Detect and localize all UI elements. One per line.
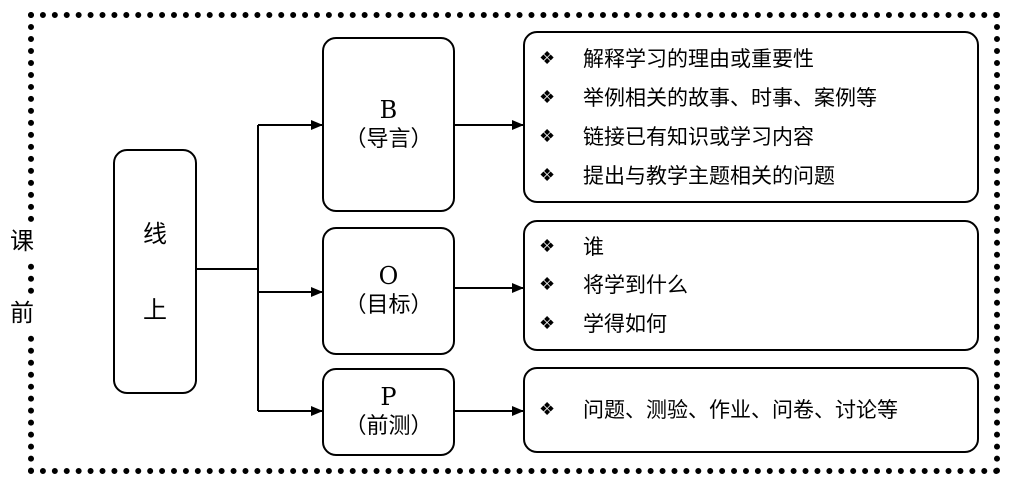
side-label-qian: 前 <box>8 294 36 332</box>
node-subtitle: （目标） <box>344 293 433 318</box>
list-item: ❖ 链接已有知识或学习内容 <box>539 124 967 150</box>
side-label-char: 前 <box>10 299 34 327</box>
list-item: ❖ 学得如何 <box>539 311 967 337</box>
side-label-ke: 课 <box>8 222 36 260</box>
list-item: ❖ 解释学习的理由或重要性 <box>539 46 967 72</box>
node-b-box: B （导言） <box>322 37 455 212</box>
diamond-bullet-icon: ❖ <box>539 312 556 334</box>
side-label-char: 课 <box>10 227 34 255</box>
node-b-detail-list: ❖ 解释学习的理由或重要性 ❖ 举例相关的故事、时事、案例等 ❖ 链接已有知识或学习内… <box>523 31 979 203</box>
list-item-text: 举例相关的故事、时事、案例等 <box>583 85 877 110</box>
list-item: ❖谁 <box>539 234 967 260</box>
online-char: 上 <box>143 295 167 324</box>
list-item: ❖ 问题、测验、作业、问卷、讨论等 <box>539 397 967 423</box>
list-item-text: 谁 <box>583 235 604 260</box>
diamond-bullet-icon: ❖ <box>539 86 556 108</box>
diamond-bullet-icon: ❖ <box>539 47 556 69</box>
list-item: ❖ 举例相关的故事、时事、案例等 <box>539 85 967 111</box>
online-box: 线 上 <box>113 149 197 394</box>
list-item: ❖ 将学到什么 <box>539 272 967 298</box>
node-p-box: P （前测） <box>322 368 455 456</box>
node-o-box: O （目标） <box>322 227 455 355</box>
list-item: ❖ 提出与教学主题相关的问题 <box>539 163 967 189</box>
diamond-bullet-icon: ❖ <box>539 274 556 296</box>
node-letter: B <box>379 95 398 124</box>
node-subtitle: （前测） <box>344 414 433 439</box>
node-subtitle: （导言） <box>344 126 433 152</box>
node-letter: P <box>380 383 397 411</box>
diamond-bullet-icon: ❖ <box>539 399 556 420</box>
node-o-detail-list: ❖谁 ❖将学到什么 ❖学得如何 <box>523 220 979 351</box>
list-item-text: 学得如何 <box>583 311 667 336</box>
online-char: 线 <box>143 219 167 248</box>
diamond-bullet-icon: ❖ <box>539 164 556 186</box>
list-item-text: 将学到什么 <box>583 273 688 298</box>
node-letter: O <box>378 262 399 290</box>
node-p-detail-list: ❖ 问题、测验、作业、问卷、讨论等 <box>523 367 979 453</box>
diamond-bullet-icon: ❖ <box>539 125 556 147</box>
list-item-text: 问题、测验、作业、问卷、讨论等 <box>583 398 898 422</box>
list-item-text: 链接已有知识或学习内容 <box>583 124 814 149</box>
diamond-bullet-icon: ❖ <box>539 236 556 258</box>
list-item-text: 提出与教学主题相关的问题 <box>583 163 835 188</box>
list-item-text: 解释学习的理由或重要性 <box>583 46 814 71</box>
